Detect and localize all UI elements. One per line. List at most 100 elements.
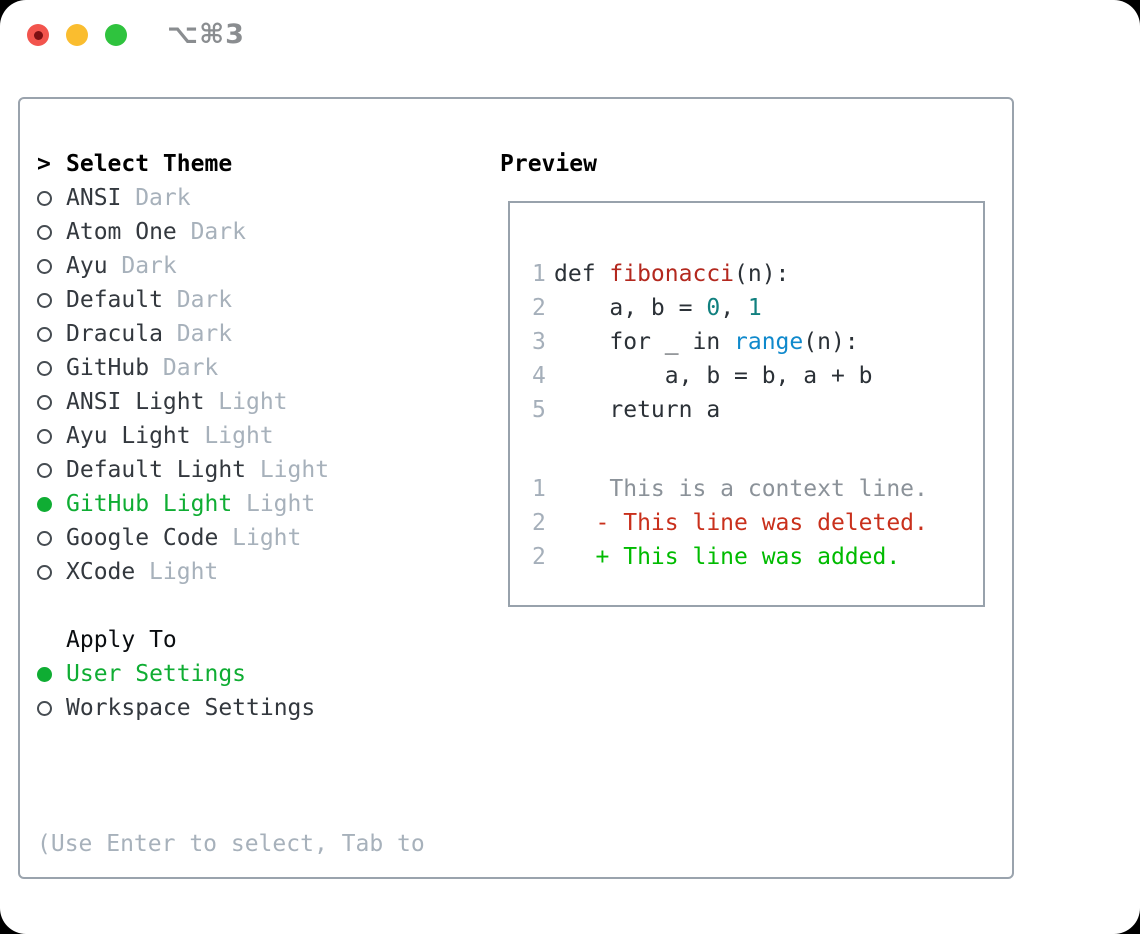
theme-option-atom-one[interactable]: Atom One Dark	[37, 215, 482, 249]
token-plain: ,	[720, 295, 748, 321]
radio-unselected-icon	[37, 462, 52, 478]
radio-unselected-icon	[37, 564, 52, 580]
code-line: 5 return a	[532, 393, 983, 427]
radio-unselected-icon	[37, 700, 52, 716]
diff-line: 2 + This line was added.	[532, 540, 983, 574]
radio-marker	[37, 462, 66, 478]
apply-option-label: Workspace Settings	[66, 695, 316, 721]
line-content: a, b = 0, 1	[554, 295, 762, 321]
code-preview: 1 def fibonacci(n): 2 a, b = 0, 1 3 for _ i…	[532, 257, 983, 427]
token-plain: def	[554, 261, 610, 287]
theme-option-label: GitHub	[66, 355, 150, 381]
radio-unselected-icon	[37, 530, 52, 546]
line-content: + This line was added.	[554, 544, 901, 570]
radio-marker	[37, 428, 66, 444]
radio-selected-icon	[37, 666, 52, 682]
theme-option-github[interactable]: GitHub Dark	[37, 351, 482, 385]
radio-marker	[37, 530, 66, 546]
theme-variant-tag: Light	[232, 525, 302, 551]
token-added: + This line was added.	[554, 544, 901, 570]
line-number: 3	[532, 329, 546, 355]
theme-option-ayu-light[interactable]: Ayu Light Light	[37, 419, 482, 453]
theme-option-label: ANSI Light	[66, 389, 205, 415]
minimize-button[interactable]	[66, 24, 88, 46]
line-number: 1	[532, 261, 546, 287]
apply-to-header: Apply To	[37, 623, 482, 657]
theme-option-label: ANSI	[66, 185, 122, 211]
unsaved-indicator-dot	[33, 30, 43, 40]
spacer	[37, 725, 482, 759]
theme-option-label: Default Light	[66, 457, 247, 483]
window-title-shortcut: ⌥⌘3	[167, 19, 245, 50]
apply-option-label: User Settings	[66, 661, 247, 687]
theme-variant-tag: Light	[204, 423, 274, 449]
select-theme-header: > Select Theme	[37, 147, 482, 181]
theme-option-label: Default	[66, 287, 163, 313]
line-content: return a	[554, 397, 720, 423]
radio-marker	[37, 292, 66, 308]
line-number: 4	[532, 363, 546, 389]
token-number: 1	[747, 295, 762, 321]
apply-option-user-settings[interactable]: User Settings	[37, 657, 482, 691]
radio-unselected-icon	[37, 360, 52, 376]
theme-variant-tag: Dark	[190, 219, 246, 245]
hint-line-1: (Use Enter to select, Tab to	[37, 831, 425, 857]
theme-option-label: GitHub Light	[66, 491, 233, 517]
theme-option-label: Ayu Light	[66, 423, 191, 449]
theme-option-dracula[interactable]: Dracula Dark	[37, 317, 482, 351]
line-number: 2	[532, 510, 546, 536]
radio-selected-icon	[37, 496, 52, 512]
radio-unselected-icon	[37, 190, 52, 206]
radio-unselected-icon	[37, 224, 52, 240]
diff-line: 1 This is a context line.	[532, 472, 983, 506]
radio-marker	[37, 700, 66, 716]
radio-marker	[37, 564, 66, 580]
code-line: 1 def fibonacci(n):	[532, 257, 983, 291]
zoom-button[interactable]	[105, 24, 127, 46]
theme-option-github-light[interactable]: GitHub Light Light	[37, 487, 482, 521]
theme-option-label: Ayu	[66, 253, 108, 279]
code-line: 4 a, b = b, a + b	[532, 359, 983, 393]
theme-option-label: Google Code	[66, 525, 219, 551]
token-builtin: range	[734, 329, 804, 355]
token-plain: a, b = b, a + b	[554, 363, 873, 389]
line-number: 5	[532, 397, 546, 423]
spacer	[37, 589, 482, 623]
radio-unselected-icon	[37, 258, 52, 274]
token-plain: return a	[554, 397, 721, 423]
line-number: 1	[532, 476, 546, 502]
theme-variant-tag: Dark	[162, 355, 219, 381]
prompt-caret-icon: >	[37, 151, 51, 177]
theme-option-google-code[interactable]: Google Code Light	[37, 521, 482, 555]
line-content: def fibonacci(n):	[554, 261, 789, 287]
theme-variant-tag: Light	[245, 491, 316, 517]
token-plain: (n):	[734, 261, 790, 287]
theme-option-label: Dracula	[66, 321, 163, 347]
hint-line-2: change focus)	[37, 929, 482, 934]
theme-option-label: Atom One	[66, 219, 177, 245]
radio-marker	[37, 190, 66, 206]
theme-variant-tag: Dark	[176, 321, 233, 347]
preview-pane: 1 def fibonacci(n): 2 a, b = 0, 1 3 for _ i…	[508, 201, 985, 607]
line-content: This is a context line.	[554, 476, 928, 502]
select-theme-title: Select Theme	[66, 151, 233, 177]
radio-marker	[37, 496, 66, 512]
radio-marker	[37, 394, 66, 410]
line-content: - This line was deleted.	[554, 510, 928, 536]
line-number: 2	[532, 295, 546, 321]
token-plain: for _ in	[554, 329, 735, 355]
close-button[interactable]	[27, 24, 49, 46]
diff-preview: 1 This is a context line. 2 - This line w…	[532, 472, 983, 574]
titlebar: ⌥⌘3	[0, 0, 1140, 70]
apply-option-workspace-settings[interactable]: Workspace Settings	[37, 691, 482, 725]
